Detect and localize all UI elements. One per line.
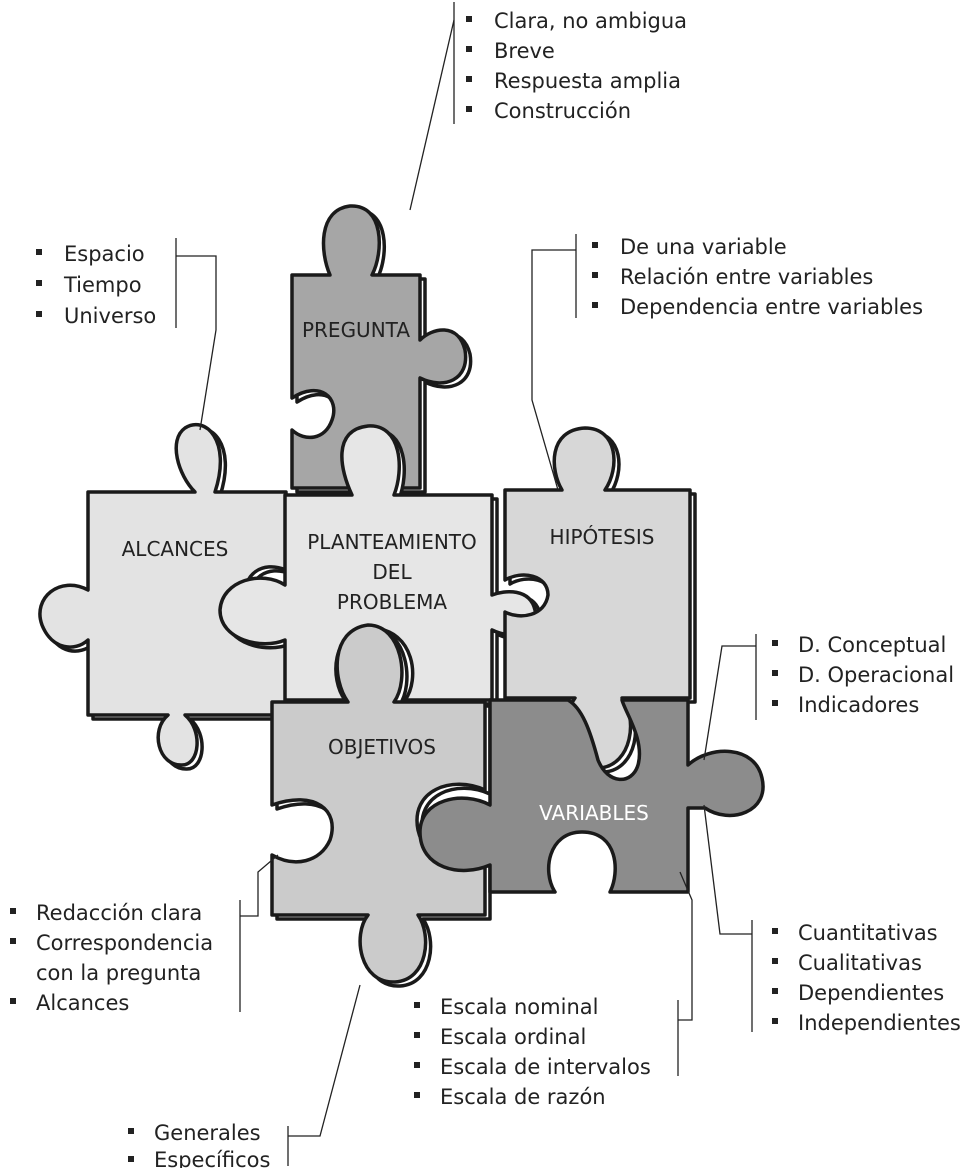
- list-item: Generales: [154, 1121, 261, 1145]
- leader-variables-escalas: [677, 871, 693, 1076]
- list-item: Breve: [494, 39, 555, 63]
- piece-planteamiento: [218, 424, 543, 706]
- list-item: Espacio: [64, 242, 145, 266]
- piece-planteamiento-shape: [218, 424, 538, 702]
- list-hipotesis: De una variable Relación entre variables…: [592, 235, 923, 319]
- label-variables: VARIABLES: [539, 801, 649, 825]
- leader-objetivos-tipos: [287, 984, 361, 1166]
- leader-alcances: [175, 238, 217, 431]
- label-planteamiento-line-2: DEL: [372, 560, 412, 584]
- piece-pregunta: [290, 204, 473, 494]
- list-item: Respuesta amplia: [494, 69, 681, 93]
- piece-alcances: [38, 422, 293, 771]
- leader-objetivos-redaccion: [239, 854, 279, 1012]
- list-item: Dependientes: [798, 981, 944, 1005]
- piece-pregunta-shape: [290, 204, 468, 490]
- list-item: Independientes: [798, 1011, 961, 1035]
- list-item: Cuantitativas: [798, 921, 938, 945]
- list-item: Construcción: [494, 99, 631, 123]
- list-item: Indicadores: [798, 693, 919, 717]
- label-pregunta: PREGUNTA: [302, 318, 410, 342]
- list-item: Cualitativas: [798, 951, 922, 975]
- list-objetivos-redaccion: Redacción clara Correspondencia con la p…: [10, 901, 213, 1015]
- list-item: Escala de razón: [440, 1085, 606, 1109]
- list-item: Dependencia entre variables: [620, 295, 923, 319]
- list-item: De una variable: [620, 235, 787, 259]
- label-planteamiento-line-3: PROBLEMA: [337, 590, 447, 614]
- list-item: Escala de intervalos: [440, 1055, 651, 1079]
- list-item: D. Operacional: [798, 663, 954, 687]
- label-hipotesis: HIPÓTESIS: [550, 525, 655, 549]
- list-item: Redacción clara: [36, 901, 202, 925]
- label-objetivos: OBJETIVOS: [328, 735, 436, 759]
- list-variables-tipos: Cuantitativas Cualitativas Dependientes …: [772, 921, 961, 1035]
- list-item: Escala nominal: [440, 995, 598, 1019]
- label-planteamiento-line-1: PLANTEAMIENTO: [307, 530, 477, 554]
- list-item: D. Conceptual: [798, 633, 946, 657]
- piece-objetivos: [270, 623, 492, 988]
- list-alcances: Espacio Tiempo Universo: [36, 242, 156, 328]
- list-item: Específicos: [154, 1148, 270, 1168]
- label-alcances: ALCANCES: [122, 537, 229, 561]
- list-item: Alcances: [36, 991, 129, 1015]
- list-item: Clara, no ambigua: [494, 9, 687, 33]
- piece-hipotesis-shape: [503, 426, 692, 770]
- list-item-continuation: con la pregunta: [36, 961, 201, 985]
- list-variables-definicion: D. Conceptual D. Operacional Indicadores: [772, 633, 954, 717]
- list-item: Relación entre variables: [620, 265, 873, 289]
- list-objetivos-tipos: Generales Específicos: [128, 1121, 270, 1168]
- list-item: Correspondencia: [36, 931, 213, 955]
- leader-variables-definicion: [703, 634, 757, 761]
- list-item: Escala ordinal: [440, 1025, 586, 1049]
- piece-hipotesis: [503, 426, 697, 774]
- piece-variables: [418, 698, 765, 894]
- leader-pregunta: [409, 2, 455, 211]
- list-pregunta: Clara, no ambigua Breve Respuesta amplia…: [466, 9, 687, 123]
- leader-hipotesis: [531, 234, 577, 491]
- piece-variables-shape: [418, 698, 765, 894]
- list-item: Tiempo: [63, 273, 142, 297]
- list-variables-escalas: Escala nominal Escala ordinal Escala de …: [414, 995, 651, 1109]
- list-item: Universo: [64, 304, 156, 328]
- leader-variables-tipos: [703, 804, 753, 1032]
